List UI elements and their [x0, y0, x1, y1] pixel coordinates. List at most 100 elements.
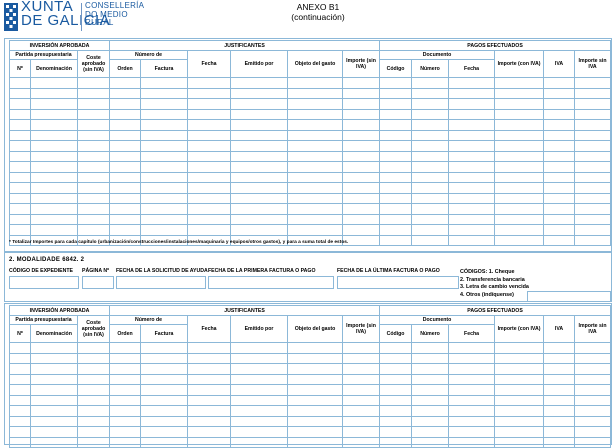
logo-line1: XUNTA [21, 0, 74, 15]
header-orden: Orden [109, 59, 142, 78]
table-cell[interactable] [76, 224, 111, 236]
table2-frame [4, 303, 612, 445]
table-cell[interactable] [76, 150, 111, 162]
table-row [9, 213, 612, 225]
table-cell[interactable] [76, 161, 111, 173]
table-row [9, 373, 612, 385]
xunta-logo-text: XUNTA DE GALICIA [21, 0, 110, 28]
table-row [9, 405, 612, 417]
table-cell[interactable] [76, 192, 111, 204]
table-row [9, 182, 612, 194]
table-cell[interactable] [574, 161, 612, 173]
table-cell[interactable] [76, 119, 111, 131]
header-denominacion: Denominación [30, 59, 78, 78]
table-cell[interactable] [76, 213, 111, 225]
header-objeto: Objeto del gasto [287, 315, 344, 343]
fecha-primera-field[interactable] [208, 276, 334, 289]
table-row [9, 192, 612, 204]
xunta-logo-mark [4, 3, 18, 31]
table-cell[interactable] [76, 182, 111, 194]
table-cell[interactable] [574, 150, 612, 162]
table-cell[interactable] [574, 234, 612, 246]
pagina-field[interactable] [82, 276, 114, 289]
header-coste: Coste aprobado (sin IVA) [76, 315, 111, 343]
table-row [9, 129, 612, 141]
fecha-solicitud-field[interactable] [116, 276, 206, 289]
table-row [9, 161, 612, 173]
table-cell[interactable] [342, 119, 381, 131]
logo-line2: DE GALICIA [21, 12, 111, 29]
fecha-ultima-label: FECHA DE LA ÚLTIMA FACTURA O PAGO [337, 268, 440, 274]
header-fecha: Fecha [187, 315, 232, 343]
header-factura: Factura [140, 324, 189, 343]
table-cell[interactable] [342, 140, 381, 152]
table-cell[interactable] [574, 203, 612, 215]
header-fecha: Fecha [187, 50, 232, 78]
header-iva: IVA [543, 50, 576, 78]
header-objeto: Objeto del gasto [287, 50, 344, 78]
code-2: 2. Transferencia bancaria [460, 276, 525, 283]
table-cell[interactable] [342, 192, 381, 204]
table-cell[interactable] [342, 213, 381, 225]
table-row [9, 234, 612, 246]
table-row [9, 77, 612, 89]
fecha-ultima-field[interactable] [337, 276, 459, 289]
table-cell[interactable] [76, 171, 111, 183]
table-cell[interactable] [76, 140, 111, 152]
codigo-expediente-label: CÓDIGO DE EXPEDIENTE [9, 268, 73, 274]
codigo-expediente-field[interactable] [9, 276, 79, 289]
header-fecha2: Fecha [448, 59, 496, 78]
fecha-solicitud-label: FECHA DE LA SOLICITUD DE AYUDA [116, 268, 208, 274]
table-row [9, 203, 612, 215]
table-cell[interactable] [574, 119, 612, 131]
code-3: 3. Letra de cambio vencida [460, 284, 529, 291]
code-4: 4. Otros (indíquense) [460, 291, 514, 298]
department-name: CONSELLERÍA DO MEDIO RURAL [85, 1, 145, 28]
header-fecha2: Fecha [448, 324, 496, 343]
table-row [9, 342, 612, 354]
table-cell[interactable] [342, 171, 381, 183]
header-importe-sin-iva: Importe sin IVA [574, 50, 612, 78]
expenses-table-1: INVERSIÓN APROBADA JUSTIFICANTES PAGOS E… [8, 40, 612, 246]
totals-note: * Totalizar Importes para cada capítulo … [9, 240, 349, 245]
table-cell[interactable] [76, 203, 111, 215]
table-cell[interactable] [574, 192, 612, 204]
header-emitido: Emitido por [230, 315, 289, 343]
otros-field[interactable] [527, 291, 611, 302]
section2-frame [4, 252, 612, 302]
table-cell[interactable] [342, 234, 381, 246]
table-row [9, 119, 612, 131]
table-cell[interactable] [342, 224, 381, 236]
table-cell[interactable] [342, 161, 381, 173]
table-cell[interactable] [574, 213, 612, 225]
header-importe-con: Importe (con IVA) [494, 50, 545, 78]
pagina-label: PÁGINA Nº [82, 268, 110, 274]
expenses-table-2: INVERSIÓN APROBADA JUSTIFICANTES PAGOS E… [8, 305, 612, 448]
section2-title: 2. MODALIDADE 6842. 2 [9, 257, 85, 263]
table-row [9, 426, 612, 438]
table-cell[interactable] [574, 171, 612, 183]
table-cell[interactable] [342, 182, 381, 194]
dept-line3: RURAL [85, 18, 114, 28]
table1-frame [4, 38, 612, 252]
header-coste: Coste aprobado (sin IVA) [76, 50, 111, 78]
table-cell[interactable] [342, 150, 381, 162]
table-cell[interactable] [342, 203, 381, 215]
table-row [9, 87, 612, 99]
table-row [9, 150, 612, 162]
table-cell[interactable] [574, 140, 612, 152]
table-row [9, 140, 612, 152]
header-factura: Factura [140, 59, 189, 78]
header-importe-sin: Importe (sin IVA) [342, 50, 381, 78]
table-cell[interactable] [76, 234, 111, 246]
fecha-primera-label: FECHA DE LA PRIMERA FACTURA O PAGO [208, 268, 316, 274]
table-cell[interactable] [342, 129, 381, 141]
dept-line1: CONSELLERÍA [85, 1, 145, 10]
table-cell[interactable] [574, 182, 612, 194]
table-cell[interactable] [76, 129, 111, 141]
header-importe-sin-iva: Importe sin IVA [574, 315, 612, 343]
table-cell[interactable] [574, 224, 612, 236]
table-cell[interactable] [574, 129, 612, 141]
header-codigo: Código [379, 324, 413, 343]
anexo-title-text: ANEXO B1 [296, 2, 340, 12]
